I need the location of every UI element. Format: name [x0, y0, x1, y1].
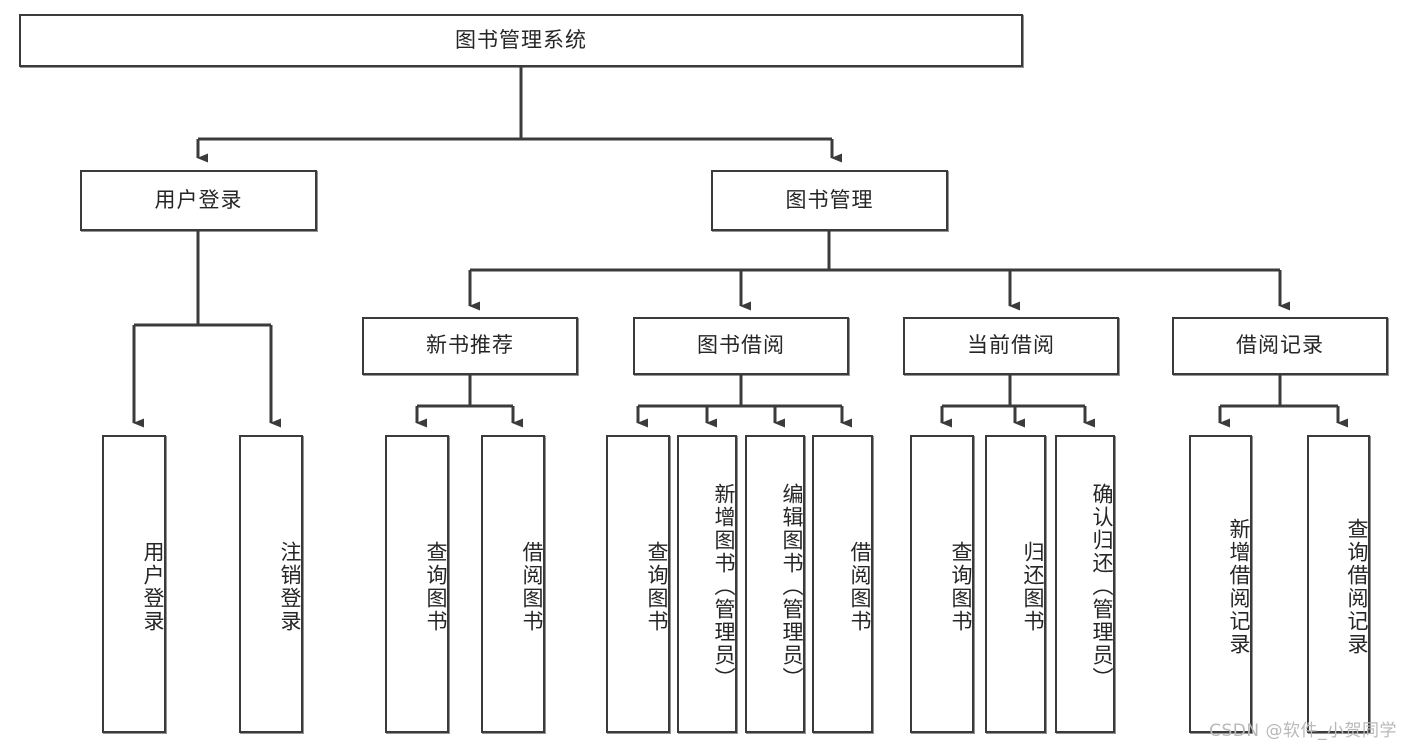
node-current-borrow[interactable]: 当前借阅: [903, 317, 1119, 375]
node-leaf-add-book-admin[interactable]: 新增图书（管理员）: [677, 435, 737, 733]
node-leaf-borrow-book-recommend[interactable]: 借阅图书: [481, 435, 545, 733]
node-leaf-query-book-borrow[interactable]: 查询图书: [606, 435, 670, 733]
node-leaf-user-logout[interactable]: 注销登录: [239, 435, 303, 733]
node-leaf-borrow-book[interactable]: 借阅图书: [812, 435, 873, 733]
node-leaf-confirm-return-admin[interactable]: 确认归还（管理员）: [1055, 435, 1115, 733]
node-leaf-query-book-current[interactable]: 查询图书: [910, 435, 974, 733]
node-leaf-return-book[interactable]: 归还图书: [985, 435, 1046, 733]
node-leaf-add-borrow-record[interactable]: 新增借阅记录: [1189, 435, 1252, 733]
node-book-management[interactable]: 图书管理: [711, 170, 948, 231]
node-user-login[interactable]: 用户登录: [80, 170, 317, 231]
node-leaf-user-login[interactable]: 用户登录: [102, 435, 166, 733]
node-leaf-edit-book-admin[interactable]: 编辑图书（管理员）: [745, 435, 805, 733]
node-root[interactable]: 图书管理系统: [19, 14, 1023, 67]
node-new-book-recommend[interactable]: 新书推荐: [362, 317, 578, 375]
node-book-borrow[interactable]: 图书借阅: [633, 317, 849, 375]
watermark-credit: CSDN @软件_小贺同学: [1209, 721, 1397, 741]
node-leaf-query-book-recommend[interactable]: 查询图书: [385, 435, 449, 733]
node-borrow-record[interactable]: 借阅记录: [1172, 317, 1388, 375]
node-leaf-query-borrow-record[interactable]: 查询借阅记录: [1307, 435, 1370, 733]
